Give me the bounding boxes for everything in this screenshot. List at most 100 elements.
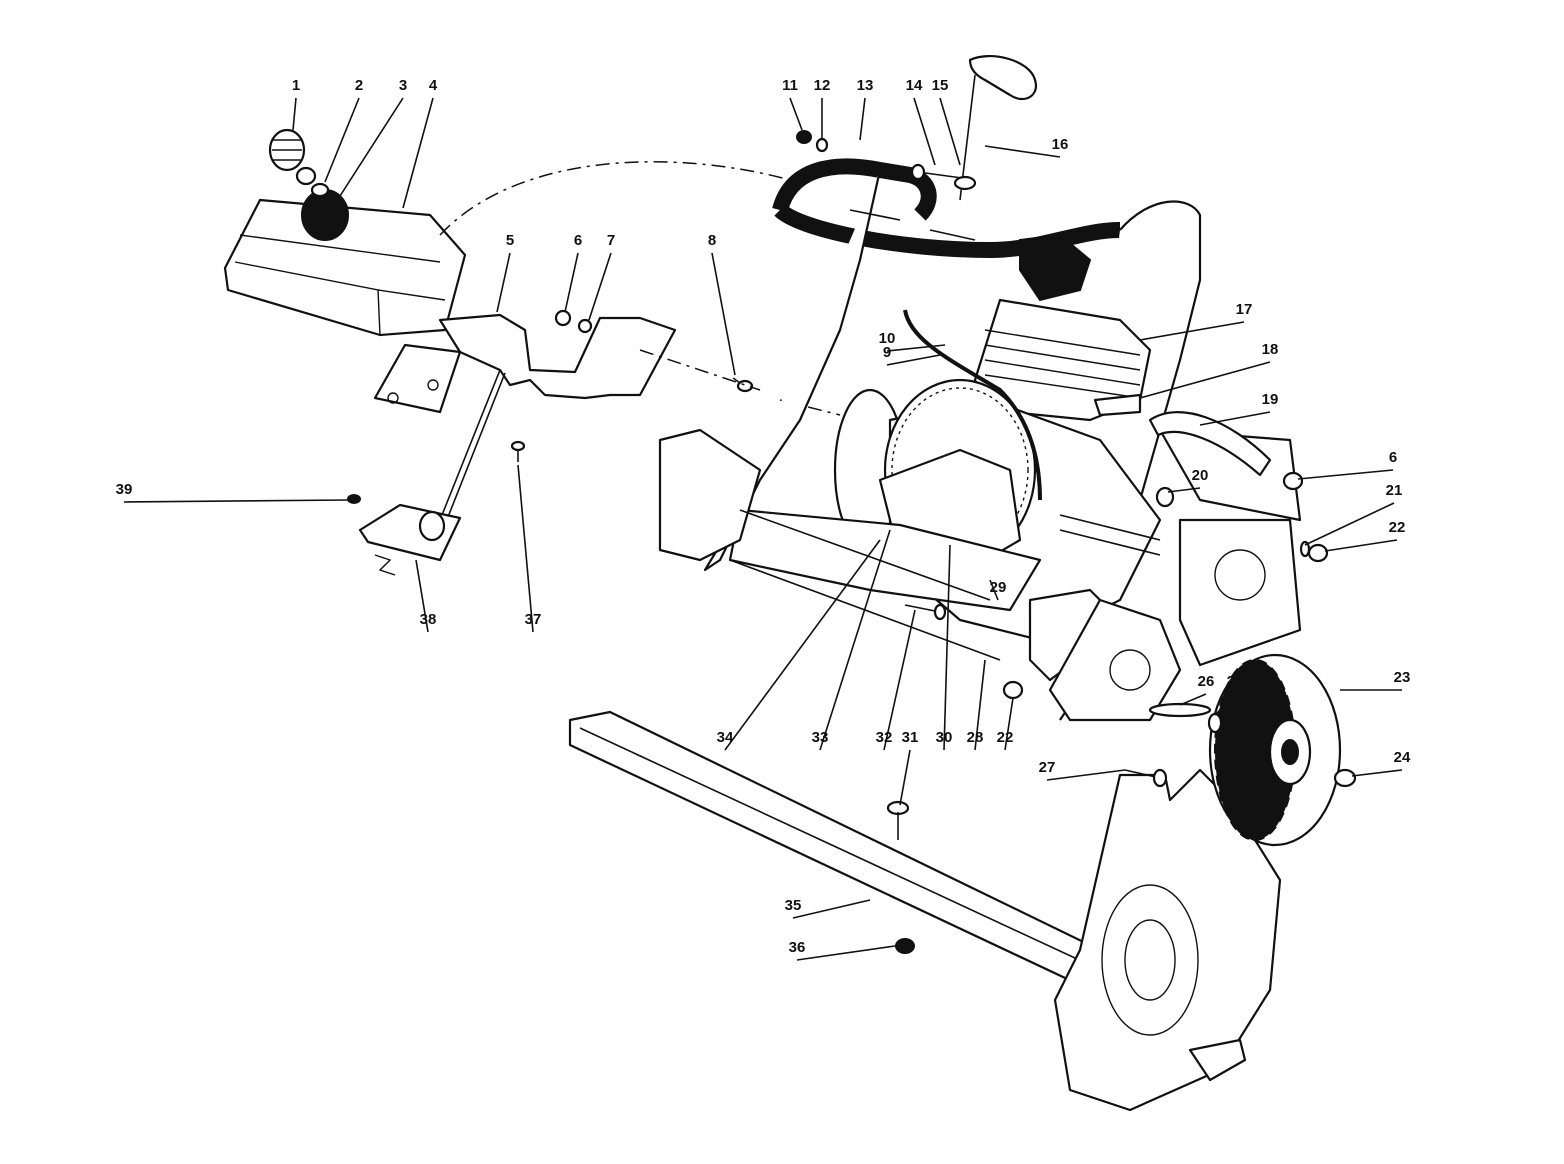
callout-label: 6 [574,232,582,249]
leader-line [1139,361,1271,399]
screw-39 [347,494,361,504]
callout-label: 18 [1262,341,1279,358]
choke-knob-16 [953,55,1038,201]
choke-rod-14 [910,163,963,181]
nut-36 [895,938,915,954]
cap-24 [1333,768,1357,788]
callout-label: 37 [525,611,542,628]
callout-label: 2 [355,77,363,94]
leader-line [1297,469,1394,480]
nut-22a [1307,543,1329,563]
callout-label: 17 [1236,301,1253,318]
leader-line [789,97,803,131]
leader-line [1179,693,1207,706]
scraper-bar [568,710,1102,987]
callout-label: 9 [883,344,891,361]
tank-bracket [373,313,677,523]
callout-label: 32 [876,729,893,746]
leader-line [1324,539,1398,552]
leader-line [1304,502,1395,546]
bolt-27 [1124,768,1168,788]
cap-gasket [295,166,317,186]
leader-line [588,252,612,321]
leader-line [984,145,1061,158]
leader-line [496,252,511,313]
leader-line [989,579,999,601]
callout-label: 33 [812,729,829,746]
callout-label: 39 [116,481,133,498]
leader-line [402,97,434,209]
callout-label: 22 [997,729,1014,746]
callout-label: 20 [1192,467,1209,484]
fuel-line [439,161,791,236]
bolt-8 [732,377,754,393]
callout-label: 26 [1198,673,1215,690]
callout-label: 12 [814,77,831,94]
fuel-cap [268,128,306,172]
callout-label: 23 [1394,669,1411,686]
leader-line [974,659,986,751]
leader-line [913,97,936,166]
leader-line [796,945,896,961]
leader-line [1139,321,1245,341]
leader-line [1167,487,1201,493]
callout-label: 11 [782,77,798,94]
leader-line [324,97,360,183]
callout-label: 38 [420,611,437,628]
side-plate [1053,768,1282,1112]
washer-12 [815,137,829,153]
leader-line [415,559,429,633]
leader-line [886,354,941,366]
chute-bracket [358,503,462,576]
callout-label: 34 [717,729,734,746]
callout-label: 8 [708,232,716,249]
callout-label: 15 [932,77,949,94]
leader-lines [123,97,1403,961]
bolt-32 [904,603,947,621]
washer-21 [1299,540,1311,558]
parts-drawing [223,55,1357,1112]
nut-11 [796,130,812,144]
fuel-strainer [301,182,349,241]
callout-label: 29 [990,579,1007,596]
leader-line [711,252,736,376]
leader-line [517,464,534,633]
leader-line [939,97,961,166]
leader-line [292,97,297,131]
leader-line [339,97,404,197]
callout-label: 27 [1039,759,1056,776]
nut-6 [554,309,572,327]
wheel [1208,653,1342,847]
leader-line [899,749,911,806]
callout-label: 16 [1052,136,1069,153]
muffler-gasket-18 [1093,393,1142,417]
callout-label: 28 [967,729,984,746]
callout-label: 6 [1389,449,1397,466]
leader-line [1199,411,1271,426]
callout-label: 5 [506,232,514,249]
leader-line [1004,697,1014,751]
callout-label: 19 [1262,391,1279,408]
callout-label: 36 [789,939,806,956]
callout-label: 7 [607,232,615,249]
washer-25 [1207,712,1223,734]
shaft-26 [1148,702,1212,718]
callout-label: 24 [1394,749,1411,766]
leader-line [724,539,881,751]
bolt-37 [510,440,526,462]
leader-line [123,499,349,503]
fuel-tank [223,198,467,337]
leader-line [859,97,866,141]
leader-line [792,899,871,919]
callout-label: 31 [902,729,919,746]
washer-7 [577,318,593,334]
callout-label: 4 [429,77,438,94]
callout-label: 30 [936,729,953,746]
callout-label: 22 [1389,519,1406,536]
callout-label: 1 [292,77,300,94]
callout-label: 21 [1386,482,1403,499]
leader-line [1351,769,1403,777]
washer-20 [1155,486,1175,508]
leader-line [564,252,579,313]
